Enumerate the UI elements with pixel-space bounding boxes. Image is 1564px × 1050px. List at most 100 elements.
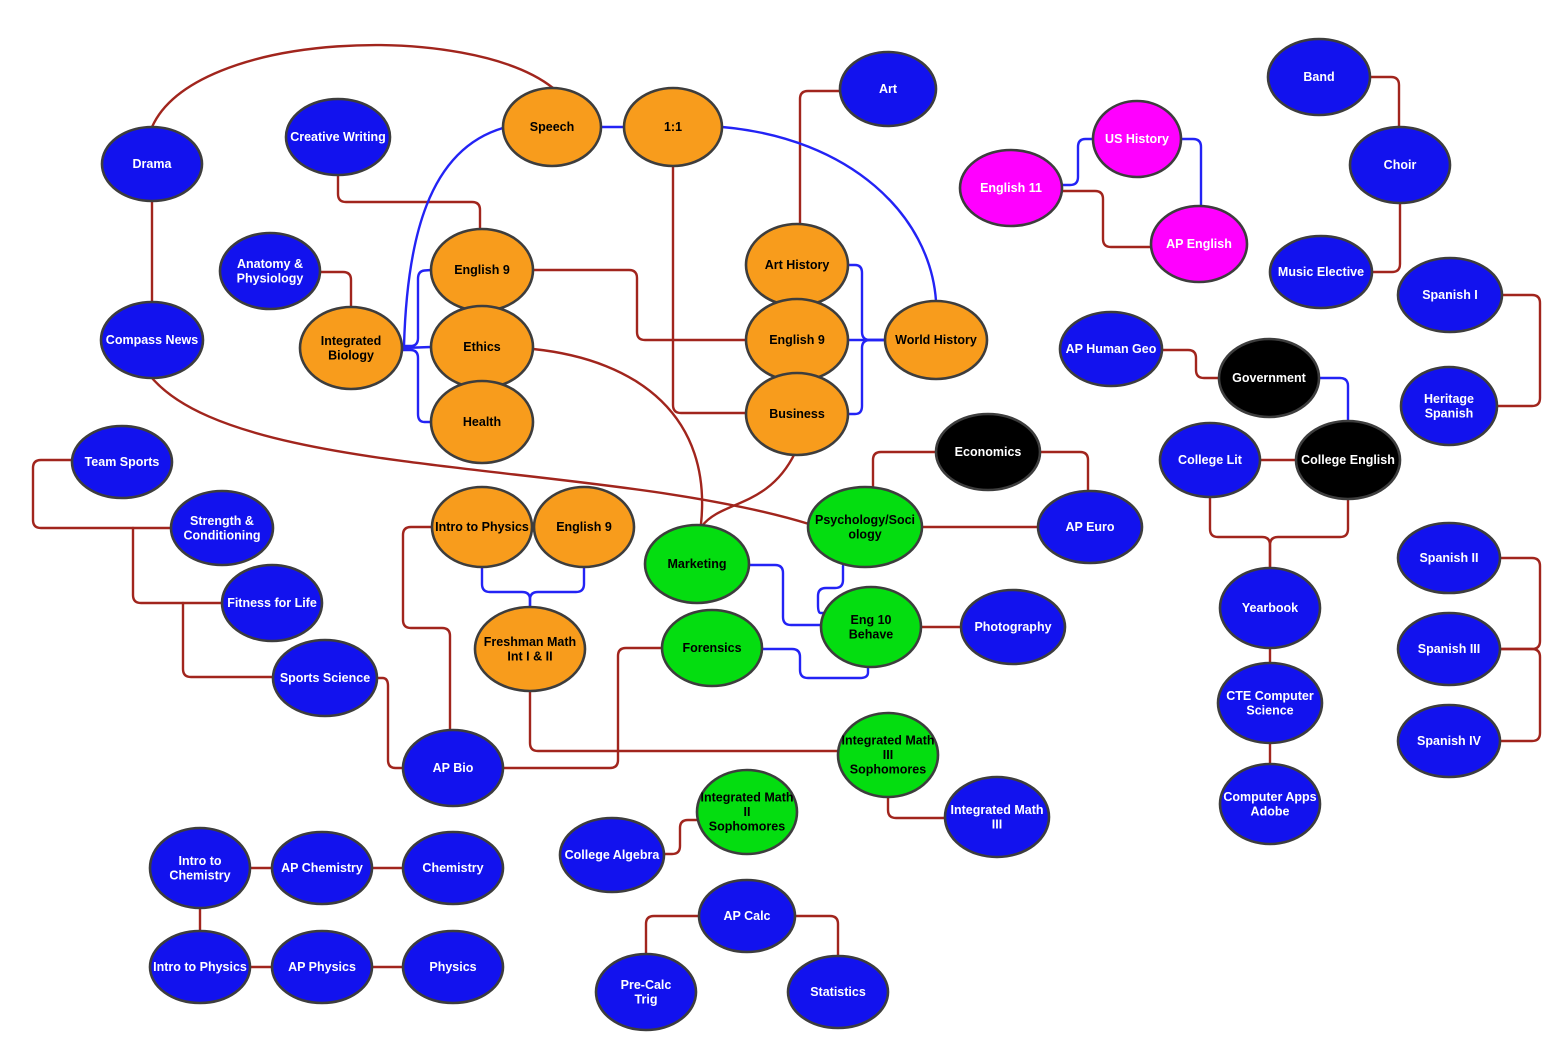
chemistry-ellipse[interactable]: [401, 830, 505, 906]
intro-chem-ellipse[interactable]: [148, 826, 252, 910]
freshman-math-ellipse[interactable]: [473, 605, 587, 693]
statistics-ellipse[interactable]: [786, 954, 890, 1030]
node-anatomy-physiology[interactable]: Anatomy &Physiology: [218, 231, 322, 311]
node-physics[interactable]: Physics: [401, 929, 505, 1005]
creative-writing-ellipse[interactable]: [284, 97, 392, 177]
art-ellipse[interactable]: [838, 50, 938, 128]
intro-physics-o-ellipse[interactable]: [430, 485, 534, 569]
node-strength-conditioning[interactable]: Strength &Conditioning: [169, 489, 275, 567]
node-intro-physics-o[interactable]: Intro to Physics: [430, 485, 534, 569]
economics-ellipse[interactable]: [934, 412, 1042, 492]
node-ap-physics[interactable]: AP Physics: [270, 929, 374, 1005]
node-ap-chem[interactable]: AP Chemistry: [270, 830, 374, 906]
art-history-ellipse[interactable]: [744, 222, 850, 308]
node-yearbook[interactable]: Yearbook: [1218, 566, 1322, 650]
node-art-history[interactable]: Art History: [744, 222, 850, 308]
band-ellipse[interactable]: [1266, 37, 1372, 117]
node-photography[interactable]: Photography: [959, 588, 1067, 666]
eng10-behave-ellipse[interactable]: [819, 585, 923, 669]
forensics-ellipse[interactable]: [660, 608, 764, 688]
physics-ellipse[interactable]: [401, 929, 505, 1005]
node-college-algebra[interactable]: College Algebra: [558, 816, 666, 894]
node-spanish1[interactable]: Spanish I: [1396, 256, 1504, 334]
node-ap-calc[interactable]: AP Calc: [697, 878, 797, 954]
yearbook-ellipse[interactable]: [1218, 566, 1322, 650]
node-ethics[interactable]: Ethics: [429, 304, 535, 390]
cte-computer-science-ellipse[interactable]: [1216, 661, 1324, 745]
node-marketing[interactable]: Marketing: [643, 523, 751, 605]
computer-apps-adobe-ellipse[interactable]: [1218, 762, 1322, 846]
int-math3-ellipse[interactable]: [943, 775, 1051, 859]
english11-ellipse[interactable]: [958, 148, 1064, 228]
node-economics[interactable]: Economics: [934, 412, 1042, 492]
node-spanish2[interactable]: Spanish II: [1396, 521, 1502, 595]
sports-science-ellipse[interactable]: [271, 638, 379, 718]
node-college-english[interactable]: College English: [1294, 419, 1402, 501]
node-english9-c[interactable]: English 9: [532, 485, 636, 569]
node-music-elective[interactable]: Music Elective: [1268, 234, 1374, 310]
speech-ellipse[interactable]: [501, 86, 603, 168]
node-english11[interactable]: English 11: [958, 148, 1064, 228]
spanish2-ellipse[interactable]: [1396, 521, 1502, 595]
ap-english-ellipse[interactable]: [1149, 204, 1249, 284]
int-math3-soph-ellipse[interactable]: [836, 711, 940, 799]
marketing-ellipse[interactable]: [643, 523, 751, 605]
one-to-one-ellipse[interactable]: [622, 86, 724, 168]
node-spanish4[interactable]: Spanish IV: [1396, 703, 1502, 779]
english9-a-ellipse[interactable]: [429, 227, 535, 313]
college-english-ellipse[interactable]: [1294, 419, 1402, 501]
college-algebra-ellipse[interactable]: [558, 816, 666, 894]
node-english9-a[interactable]: English 9: [429, 227, 535, 313]
node-compass-news[interactable]: Compass News: [99, 300, 205, 380]
integrated-biology-ellipse[interactable]: [298, 305, 404, 391]
ap-euro-ellipse[interactable]: [1036, 489, 1144, 565]
college-lit-ellipse[interactable]: [1158, 421, 1262, 499]
node-speech[interactable]: Speech: [501, 86, 603, 168]
node-statistics[interactable]: Statistics: [786, 954, 890, 1030]
photography-ellipse[interactable]: [959, 588, 1067, 666]
government-ellipse[interactable]: [1217, 337, 1321, 419]
node-intro-physics-b[interactable]: Intro to Physics: [148, 929, 252, 1005]
node-chemistry[interactable]: Chemistry: [401, 830, 505, 906]
us-history-ellipse[interactable]: [1091, 99, 1183, 179]
node-ap-english[interactable]: AP English: [1149, 204, 1249, 284]
music-elective-ellipse[interactable]: [1268, 234, 1374, 310]
anatomy-physiology-ellipse[interactable]: [218, 231, 322, 311]
node-us-history[interactable]: US History: [1091, 99, 1183, 179]
node-government[interactable]: Government: [1217, 337, 1321, 419]
node-sports-science[interactable]: Sports Science: [271, 638, 379, 718]
english9-b-ellipse[interactable]: [744, 297, 850, 383]
node-business[interactable]: Business: [744, 371, 850, 457]
ethics-ellipse[interactable]: [429, 304, 535, 390]
spanish3-ellipse[interactable]: [1396, 611, 1502, 687]
node-art[interactable]: Art: [838, 50, 938, 128]
english9-c-ellipse[interactable]: [532, 485, 636, 569]
spanish1-ellipse[interactable]: [1396, 256, 1504, 334]
business-ellipse[interactable]: [744, 371, 850, 457]
node-ap-human-geo[interactable]: AP Human Geo: [1058, 310, 1164, 388]
node-band[interactable]: Band: [1266, 37, 1372, 117]
psych-soc-ellipse[interactable]: [806, 485, 924, 569]
intro-physics-b-ellipse[interactable]: [148, 929, 252, 1005]
drama-ellipse[interactable]: [100, 125, 204, 203]
node-ap-bio[interactable]: AP Bio: [401, 728, 505, 808]
ap-human-geo-ellipse[interactable]: [1058, 310, 1164, 388]
fitness-ellipse[interactable]: [220, 563, 324, 643]
choir-ellipse[interactable]: [1348, 125, 1452, 205]
strength-conditioning-ellipse[interactable]: [169, 489, 275, 567]
node-creative-writing[interactable]: Creative Writing: [284, 97, 392, 177]
world-history-ellipse[interactable]: [883, 299, 989, 381]
compass-news-ellipse[interactable]: [99, 300, 205, 380]
node-college-lit[interactable]: College Lit: [1158, 421, 1262, 499]
